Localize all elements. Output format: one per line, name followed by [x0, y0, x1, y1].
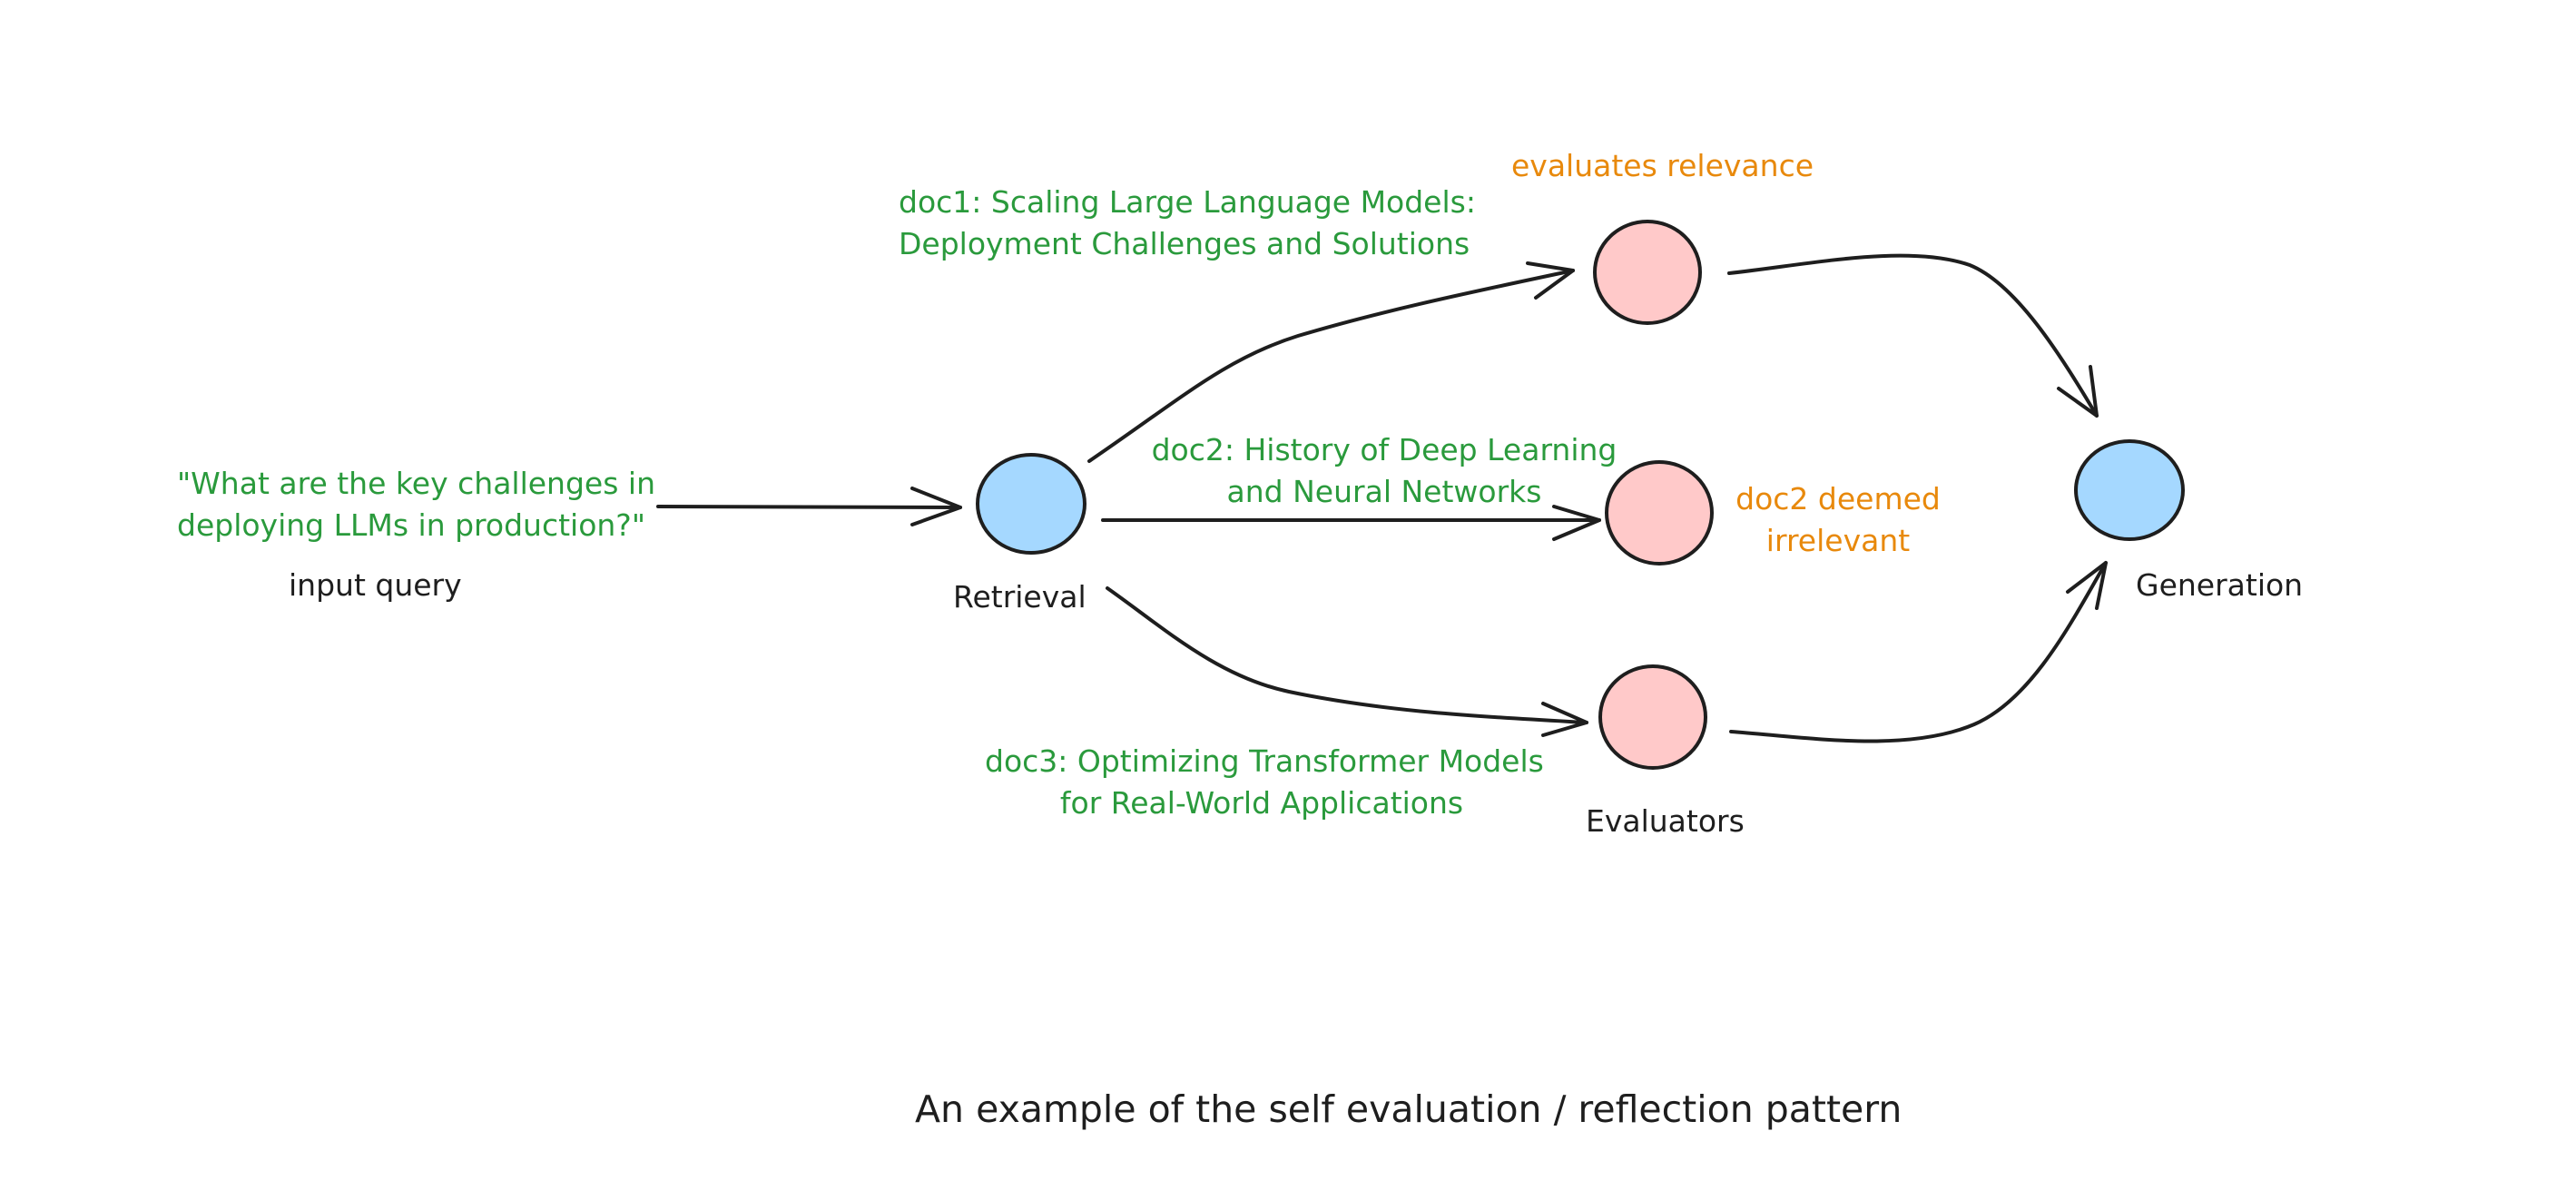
doc1-label-line-1: doc1: Scaling Large Language Models:	[899, 184, 1476, 220]
arrowhead-retrieval-to-evaluator-1	[1526, 261, 1575, 300]
generation-node	[2074, 439, 2185, 541]
retrieval-label: Retrieval	[953, 579, 1086, 615]
irrelevant-note: doc2 deemed irrelevant	[1720, 478, 1956, 562]
doc1-label-line-2: Deployment Challenges and Solutions	[899, 226, 1470, 261]
doc2-label-line-1: doc2: History of Deep Learning	[1151, 432, 1617, 467]
arrowhead-retrieval-to-evaluator-3	[1541, 702, 1588, 737]
arrow-retrieval-to-evaluator-1	[1087, 269, 1575, 463]
retrieval-node	[976, 453, 1086, 555]
arrow-evaluator-1-to-generation	[1727, 253, 2099, 418]
input-query-label: input query	[289, 567, 462, 603]
arrowhead-evaluator-1-to-generation	[2057, 365, 2099, 418]
doc3-label-line-2: for Real-World Applications	[1059, 785, 1464, 821]
doc3-label-line-1: doc3: Optimizing Transformer Models	[985, 743, 1544, 779]
evaluator-node-1	[1593, 220, 1702, 325]
arrow-evaluator-3-to-generation	[1729, 561, 2108, 743]
query-text-line-2: deploying LLMs in production?"	[177, 507, 645, 543]
doc2-label: doc2: History of Deep Learning and Neura…	[1148, 429, 1620, 513]
irrelevant-note-line-1: doc2 deemed	[1735, 481, 1941, 516]
query-text: "What are the key challenges in deployin…	[177, 463, 655, 546]
doc1-label: doc1: Scaling Large Language Models: Dep…	[899, 182, 1476, 265]
diagram-caption: An example of the self evaluation / refl…	[915, 1087, 1903, 1131]
evaluates-relevance-note: evaluates relevance	[1511, 148, 1814, 183]
evaluator-node-3	[1598, 664, 1707, 770]
arrow-retrieval-to-evaluator-3	[1106, 586, 1588, 724]
evaluators-label: Evaluators	[1586, 803, 1745, 839]
doc3-label: doc3: Optimizing Transformer Models for …	[985, 741, 1544, 824]
irrelevant-note-line-2: irrelevant	[1765, 523, 1911, 558]
arrowhead-evaluator-3-to-generation	[2066, 561, 2108, 610]
doc2-label-line-2: and Neural Networks	[1226, 474, 1542, 509]
evaluator-node-2	[1605, 460, 1714, 566]
generation-label: Generation	[2136, 567, 2304, 603]
arrowhead-retrieval-to-evaluator-2	[1552, 505, 1601, 541]
arrowhead-query-to-retrieval	[910, 487, 962, 526]
query-text-line-1: "What are the key challenges in	[177, 466, 655, 501]
